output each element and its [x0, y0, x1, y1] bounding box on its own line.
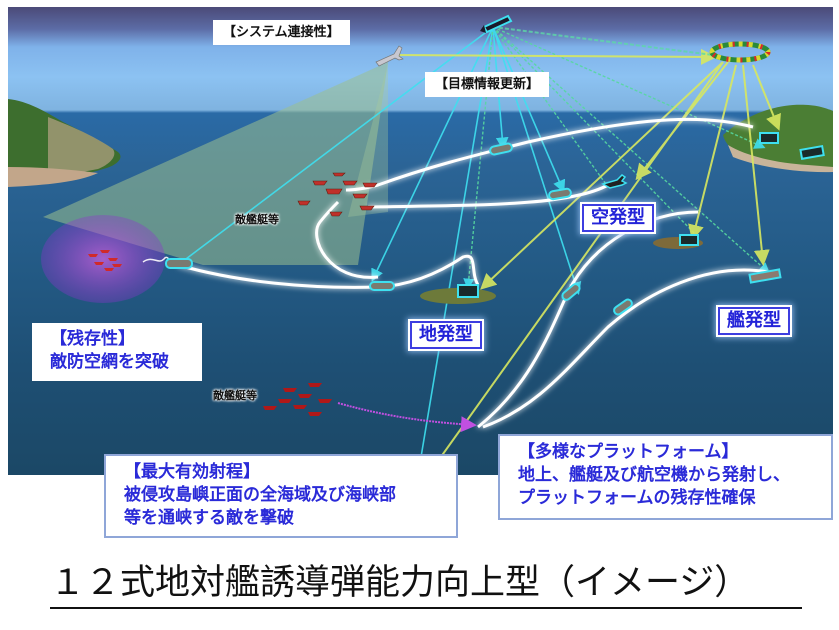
- left-island: [8, 99, 121, 187]
- max-range-line-1: 被侵攻島嶼正面の全海域及び海峡部: [124, 485, 396, 505]
- enemy-fleet-upper: [297, 172, 378, 217]
- title-underline: [50, 607, 802, 609]
- launch-aircraft-icon: [601, 174, 628, 189]
- scene-graphics: [8, 14, 833, 475]
- platforms-line-1: 地上、艦艇及び航空機から発射し、: [518, 465, 790, 485]
- platforms-callout: 【多様なプラットフォーム】 地上、艦艇及び航空機から発射し、 プラットフォームの…: [498, 434, 833, 520]
- target-info-update-label: 【目標情報更新】: [425, 72, 550, 97]
- data-links-yellow: [392, 48, 781, 475]
- enemy-approach-arrow: [337, 402, 477, 433]
- enemy-ships-label-lower: 敵艦艇等: [213, 389, 257, 402]
- aircraft-icon: [375, 45, 404, 67]
- enemy-fleet-lower: [263, 383, 332, 416]
- missiles: [165, 142, 633, 316]
- ship-launcher: [748, 268, 782, 284]
- air-launch-type-tag: 空発型: [580, 202, 656, 234]
- enemy-fleet-left: [88, 250, 122, 271]
- max-range-callout: 【最大有効射程】 被侵攻島嶼正面の全海域及び海峡部 等を通峡する敵を撃破: [104, 454, 458, 538]
- enemy-ships-label-upper: 敵艦艇等: [235, 213, 279, 226]
- system-connectivity-label: 【システム連接性】: [213, 20, 350, 45]
- max-range-line-2: 等を通峡する敵を撃破: [124, 508, 294, 528]
- page-title: １２式地対艦誘導弾能力向上型（イメージ）: [50, 563, 750, 603]
- air-defense-zone: [41, 215, 165, 303]
- sensor-cone: [43, 62, 388, 265]
- platforms-heading: 【多様なプラットフォーム】: [518, 442, 739, 462]
- scenario-illustration: 【システム連接性】 【目標情報更新】 敵艦艇等 敵艦艇等 地発型 空発型 艦発型…: [8, 7, 833, 475]
- ground-launcher-island: [420, 284, 496, 304]
- survivability-heading: 【残存性】: [50, 329, 135, 349]
- max-range-heading: 【最大有効射程】: [124, 462, 260, 482]
- survivability-line-1: 敵防空網を突破: [50, 352, 169, 372]
- launcher-island-right: [653, 234, 703, 249]
- ground-launch-type-tag: 地発型: [408, 319, 484, 351]
- satellite-icon: [480, 14, 513, 34]
- platforms-line-2: プラットフォームの残存性確保: [518, 488, 756, 508]
- survivability-callout: 【残存性】 敵防空網を突破: [32, 323, 202, 381]
- command-network-ring-icon: [709, 41, 771, 63]
- coastal-launcher: [759, 132, 779, 144]
- ship-launch-type-tag: 艦発型: [716, 305, 792, 337]
